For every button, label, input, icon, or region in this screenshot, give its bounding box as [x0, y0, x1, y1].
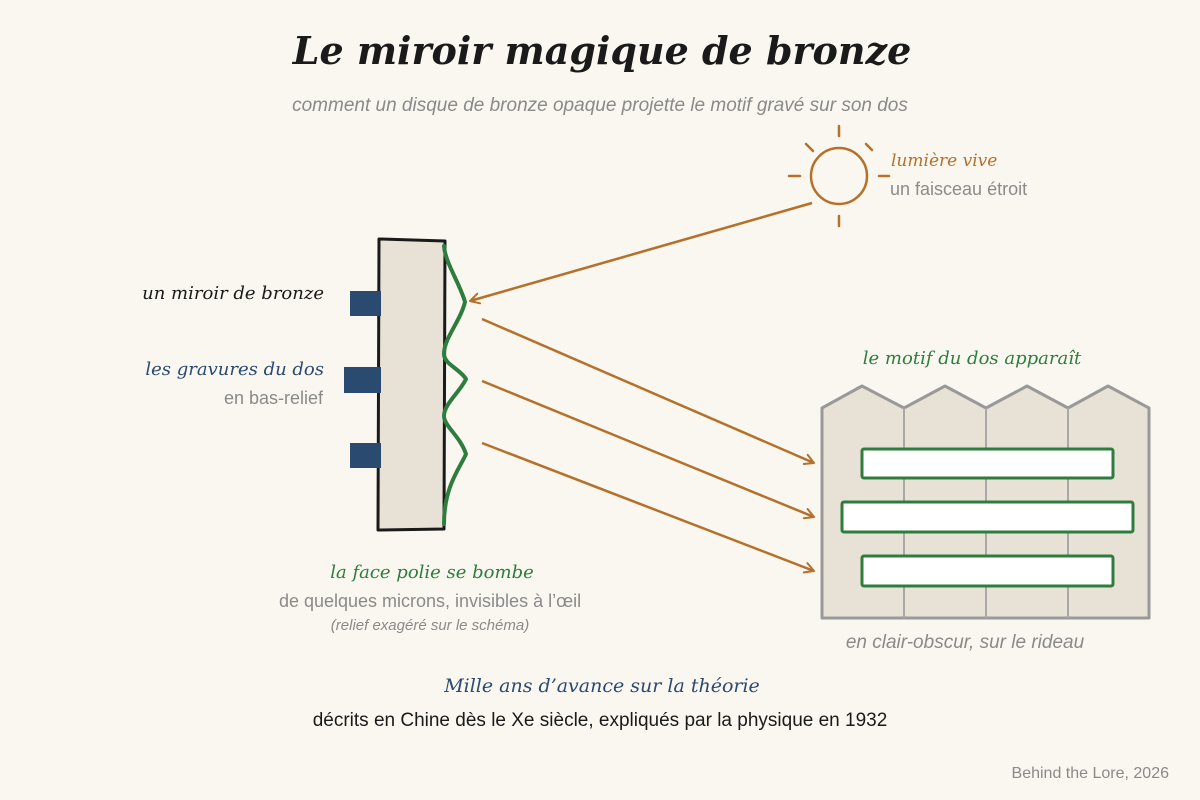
page-title: Le miroir magique de bronze	[292, 28, 912, 73]
footer-text: décrits en Chine dès le Xe siècle, expli…	[313, 710, 888, 731]
polished-face-sublabel: de quelques microns, invisibles à l’œil	[279, 591, 581, 611]
projected-pattern-bar-middle	[840, 500, 1135, 534]
credit: Behind the Lore, 2026	[1012, 765, 1170, 782]
reflected-ray-bottom	[481, 441, 815, 574]
reflected-ray-middle	[481, 379, 815, 520]
screen-sublabel: en clair-obscur, sur le rideau	[846, 632, 1085, 653]
light-sublabel: un faisceau étroit	[890, 179, 1027, 199]
screen-label: le motif du dos apparaît	[863, 348, 1082, 369]
reflected-ray-top	[481, 317, 815, 466]
polished-face-label: la face polie se bombe	[330, 562, 534, 583]
engraving-block-bottom	[350, 443, 381, 468]
incoming-light-ray	[469, 201, 813, 305]
sun-icon	[787, 124, 891, 228]
engravings-sublabel: en bas-relief	[224, 388, 324, 408]
engraving-block-middle	[344, 367, 381, 393]
polished-face-note: (relief exagéré sur le schéma)	[331, 617, 529, 634]
engraving-block-top	[350, 291, 381, 316]
page-subtitle: comment un disque de bronze opaque proje…	[292, 95, 908, 116]
footer-headline: Mille ans d’avance sur la théorie	[443, 675, 760, 697]
light-label: lumière vive	[891, 151, 997, 171]
mirror-label: un miroir de bronze	[142, 283, 324, 304]
projected-pattern-bar-top	[860, 447, 1115, 480]
projected-pattern-bar-bottom	[860, 554, 1115, 588]
bronze-mirror-body	[376, 237, 447, 532]
polished-face-relief	[442, 244, 468, 526]
engravings-label: les gravures du dos	[145, 359, 324, 380]
